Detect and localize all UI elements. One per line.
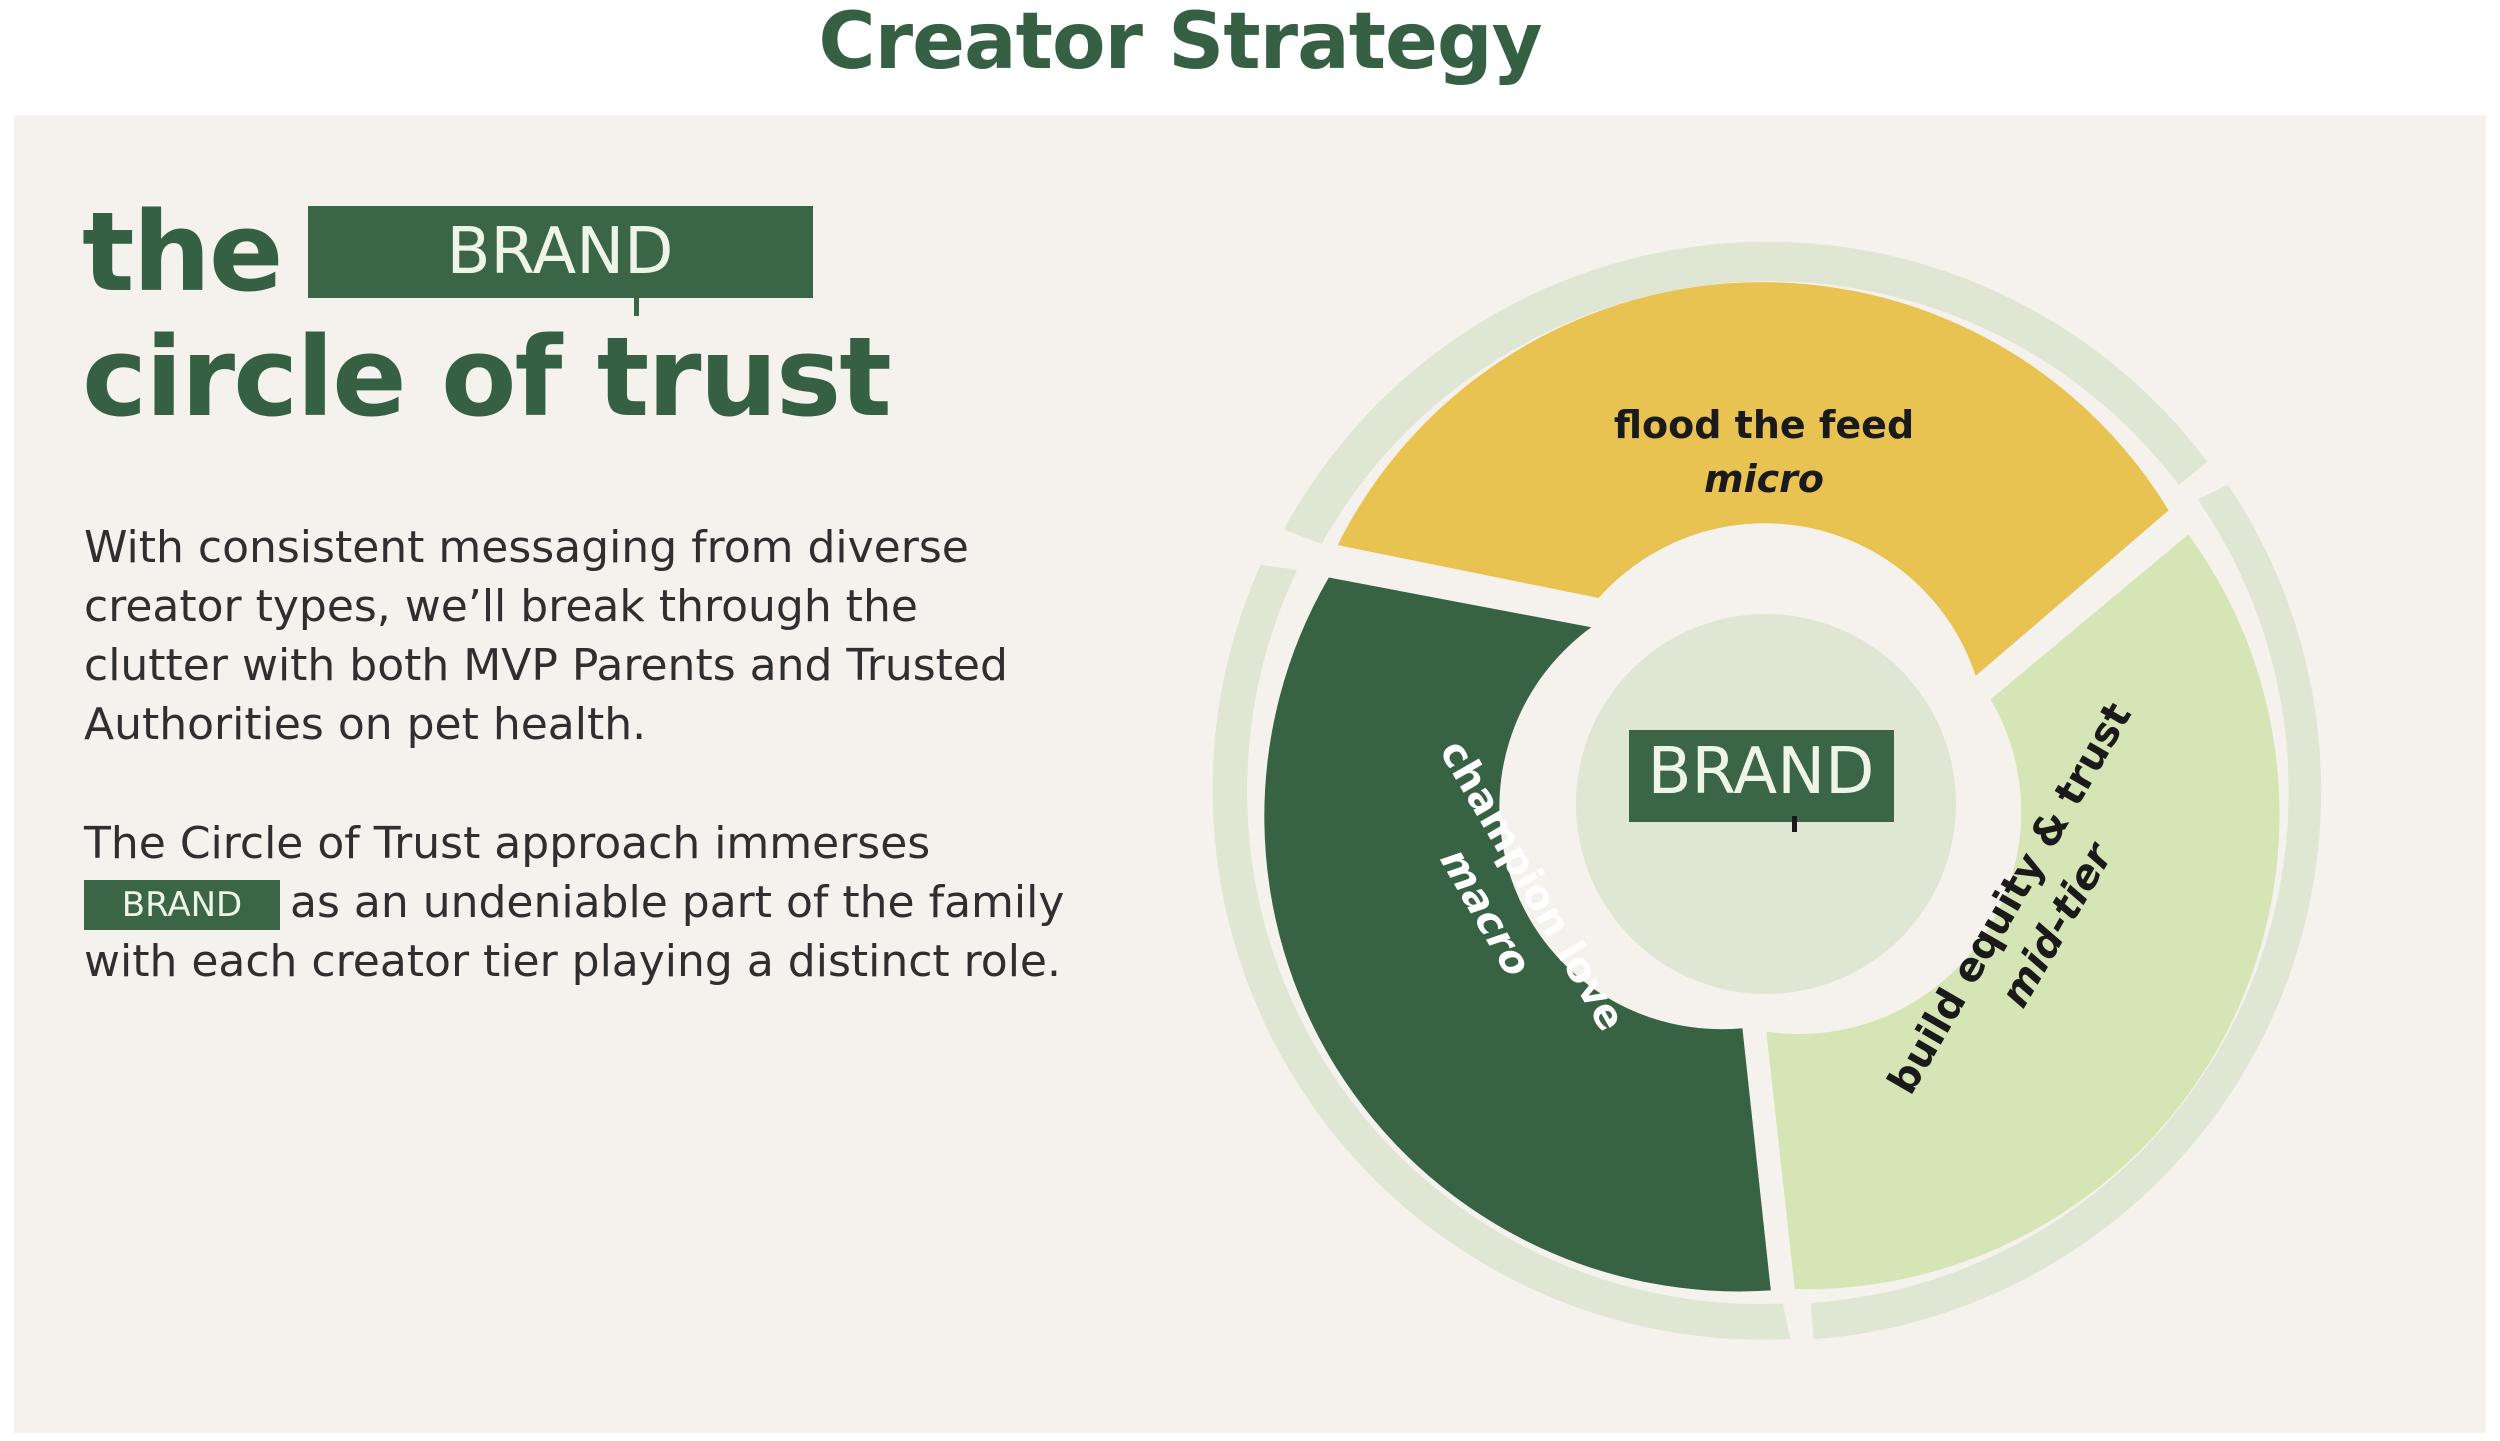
- segment-champion-love: [1264, 577, 1771, 1292]
- outer-ring-arc-left: [1212, 564, 1791, 1340]
- center-brand-label: BRAND: [1648, 735, 1875, 809]
- segment-build-equity-trust: [1766, 534, 2280, 1290]
- headline-brand-logo: BRAND: [307, 206, 813, 316]
- outer-ring-arc-right: [1810, 484, 2322, 1340]
- segment-flood-the-feed: [1337, 282, 2169, 676]
- approach-text-before: The Circle of Trust approach immerses: [84, 818, 931, 869]
- approach-paragraph: The Circle of Trust approach immerses BR…: [84, 814, 1074, 991]
- circle-of-trust-diagram: BRAND flood the feed micro champion love…: [1212, 241, 2322, 1340]
- intro-paragraph: With consistent messaging from diverse c…: [84, 522, 1008, 750]
- approach-text-after: as an undeniable part of the family with…: [84, 877, 1065, 987]
- inline-brand-logo: BRAND: [84, 880, 280, 930]
- center-brand-logo-box: [1629, 730, 1894, 822]
- outer-ring-arc-top: [1283, 241, 2208, 544]
- headline-word: the: [82, 188, 283, 316]
- segment-flood-title: flood the feed: [1614, 403, 1914, 447]
- page-title: Creator Strategy: [818, 0, 1542, 87]
- center-brand-logo-tick: [1792, 816, 1797, 832]
- headline-line-2: circle of trust: [82, 313, 892, 441]
- segment-flood-tier: micro: [1704, 457, 1824, 501]
